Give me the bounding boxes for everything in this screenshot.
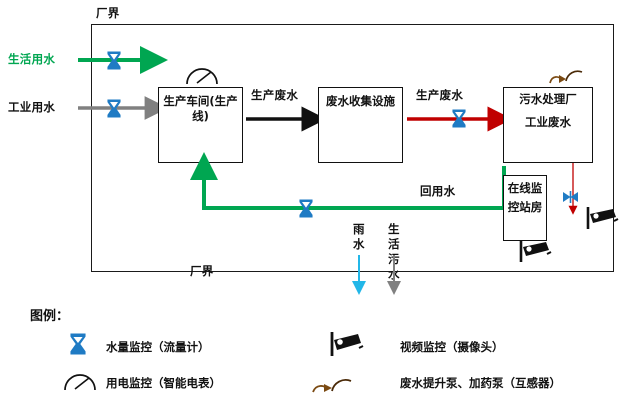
legend-item-label-electricity-meter: 用电监控（智能电表） bbox=[106, 376, 221, 390]
box-online-monitoring-station[interactable]: 在线监控站房 bbox=[503, 175, 547, 241]
cctv-camera-icon bbox=[330, 332, 364, 356]
box-production-workshop[interactable]: 生产车间(生产线) bbox=[158, 87, 243, 163]
hourglass-flowmeter-icon bbox=[452, 109, 466, 128]
production-wastewater-arrow-red bbox=[407, 106, 513, 132]
legend-item-label-pump: 废水提升泵、加药泵（互感器） bbox=[400, 376, 561, 390]
flow-label-production-wastewater-1: 生产废水 bbox=[251, 88, 299, 102]
pump-transformer-icon bbox=[549, 70, 583, 84]
flow-label-reuse-water: 回用水 bbox=[420, 184, 456, 198]
domestic-water-arrow bbox=[78, 46, 168, 74]
reuse-water-line bbox=[190, 152, 506, 210]
production-wastewater-arrow-black bbox=[246, 106, 327, 132]
legend-item-label-flowmeter: 水量监控（流量计） bbox=[106, 340, 210, 354]
hourglass-flowmeter-icon bbox=[107, 99, 121, 118]
boundary-label-top: 厂界 bbox=[96, 6, 120, 20]
box-online-monitoring-station-label: 在线监控站房 bbox=[507, 181, 543, 214]
box-wastewater-collection[interactable]: 废水收集设施 bbox=[318, 87, 403, 163]
cctv-camera-icon bbox=[519, 240, 552, 262]
gauge-meter-icon bbox=[64, 374, 96, 391]
input-label-domestic-water: 生活用水 bbox=[8, 52, 56, 66]
legend-item-label-camera: 视频监控（摄像头） bbox=[400, 340, 504, 354]
box-sewage-treatment-plant-label: 污水处理厂 bbox=[519, 92, 577, 106]
legend-title: 图例： bbox=[30, 309, 70, 324]
hourglass-flowmeter-icon bbox=[107, 51, 121, 70]
flow-label-production-wastewater-2: 生产废水 bbox=[416, 88, 464, 102]
cctv-camera-icon bbox=[586, 207, 619, 229]
outfall-label-rainwater: 雨水 bbox=[353, 222, 365, 251]
box-treatment-sub-label: 工业废水 bbox=[525, 115, 571, 129]
box-sewage-treatment-plant[interactable]: 污水处理厂 工业废水 bbox=[503, 87, 593, 163]
gauge-meter-icon bbox=[186, 68, 218, 85]
butterfly-valve-icon bbox=[563, 191, 578, 203]
rainwater-outfall-arrow bbox=[352, 255, 366, 295]
box-production-workshop-label: 生产车间(生产线) bbox=[163, 94, 238, 123]
boundary-label-bottom: 厂界 bbox=[190, 264, 214, 278]
discharge-outlet-line bbox=[568, 163, 578, 215]
pump-transformer-icon bbox=[312, 379, 352, 393]
hourglass-flowmeter-icon bbox=[70, 333, 86, 355]
hourglass-flowmeter-icon bbox=[299, 199, 313, 218]
domestic-sewage-outfall-arrow bbox=[387, 255, 401, 295]
box-wastewater-collection-label: 废水收集设施 bbox=[326, 94, 395, 108]
input-label-industrial-water: 工业用水 bbox=[8, 100, 56, 114]
factory-boundary bbox=[91, 24, 614, 272]
